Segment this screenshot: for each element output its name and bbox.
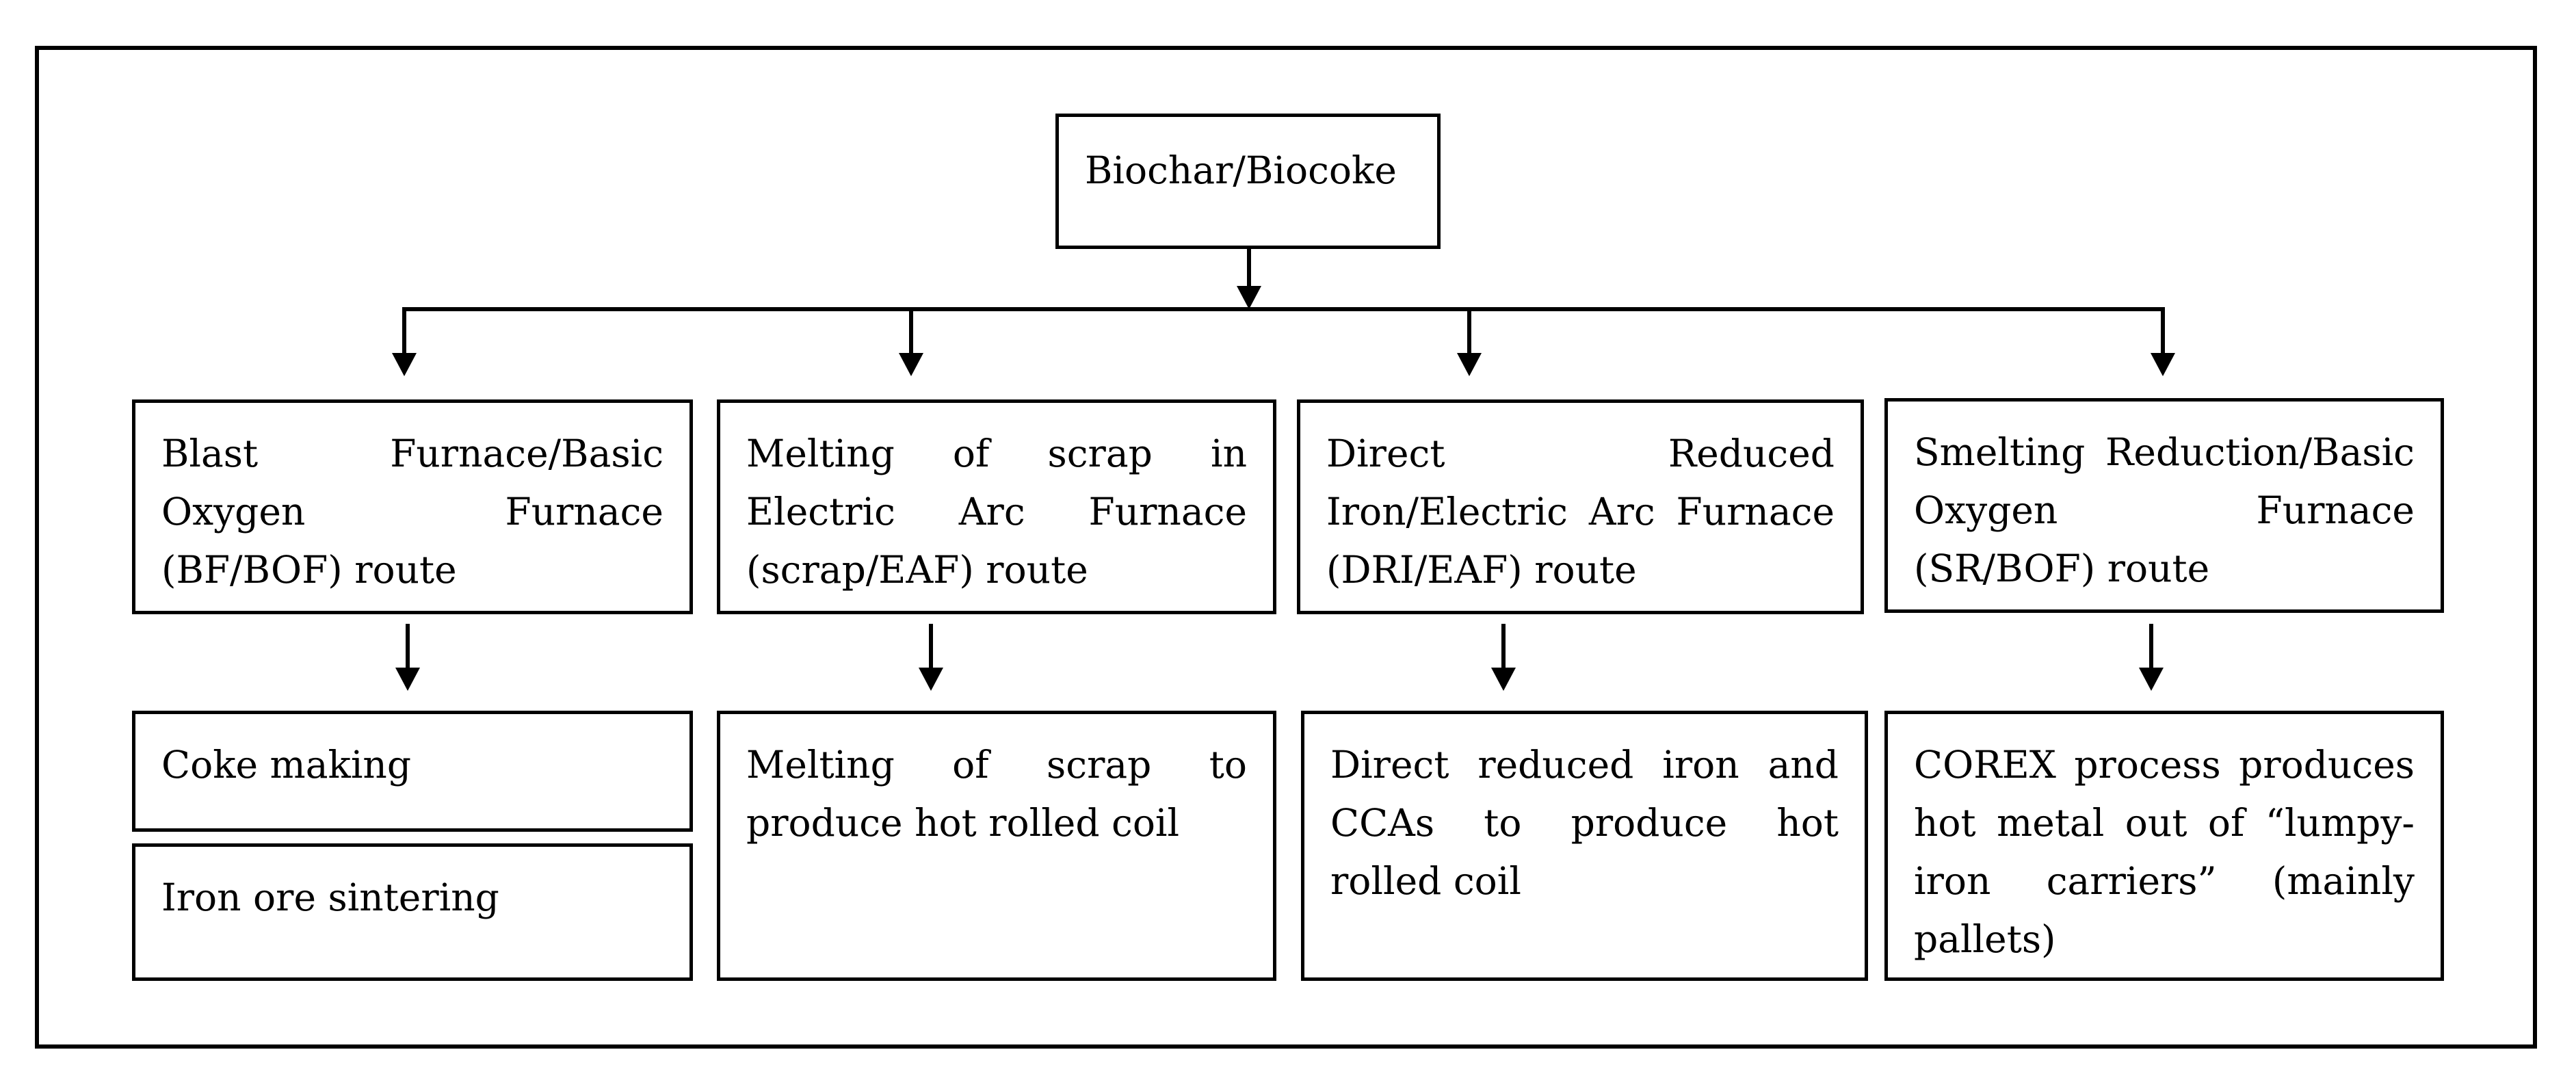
outcome-node-label: Melting of scrap to produce hot rolled c… <box>746 743 1247 845</box>
outcome-node-direct-reduced-iron: Direct reduced iron and CCAs to produce … <box>1301 711 1868 981</box>
branch-arrow-head-2 <box>899 353 923 376</box>
root-arrow-head <box>1237 286 1261 309</box>
outcome-node-label: Direct reduced iron and CCAs to produce … <box>1330 743 1839 903</box>
outcome-node-coke-making: Coke making <box>132 711 693 832</box>
route-node-dri-eaf: Direct Reduced Iron/Electric Arc Furnace… <box>1297 399 1864 614</box>
branch-arrow-head-3 <box>1457 353 1482 376</box>
outcome-arrow-head-2 <box>919 668 943 691</box>
route-node-label: Blast Furnace/Basic Oxygen Furnace (BF/B… <box>161 432 663 592</box>
outcome-node-label: Iron ore sintering <box>161 876 499 919</box>
outcome-node-corex-process: COREX process produces hot metal out of … <box>1884 711 2444 981</box>
outcome-node-label: Coke making <box>161 743 412 787</box>
outcome-node-iron-ore-sintering: Iron ore sintering <box>132 843 693 981</box>
outcome-node-scrap-melting: Melting of scrap to produce hot rolled c… <box>717 711 1276 981</box>
diagram-frame <box>35 46 2537 1049</box>
outcome-arrow-head-3 <box>1491 668 1516 691</box>
root-node: Biochar/Biocoke <box>1055 114 1441 249</box>
root-node-label: Biochar/Biocoke <box>1085 148 1397 192</box>
route-node-label: Melting of scrap in Electric Arc Furnace… <box>746 432 1247 592</box>
route-node-sr-bof: Smelting Reduction/Basic Oxygen Furnace … <box>1884 398 2444 613</box>
route-node-label: Smelting Reduction/Basic Oxygen Furnace … <box>1914 430 2415 590</box>
route-node-bf-bof: Blast Furnace/Basic Oxygen Furnace (BF/B… <box>132 399 693 614</box>
route-node-label: Direct Reduced Iron/Electric Arc Furnace… <box>1326 432 1835 592</box>
outcome-arrow-head-1 <box>395 668 420 691</box>
outcome-arrow-head-4 <box>2139 668 2164 691</box>
branch-arrow-head-4 <box>2151 353 2175 376</box>
route-node-scrap-eaf: Melting of scrap in Electric Arc Furnace… <box>717 399 1276 614</box>
outcome-node-label: COREX process produces hot metal out of … <box>1914 743 2415 961</box>
branch-arrow-head-1 <box>392 353 417 376</box>
